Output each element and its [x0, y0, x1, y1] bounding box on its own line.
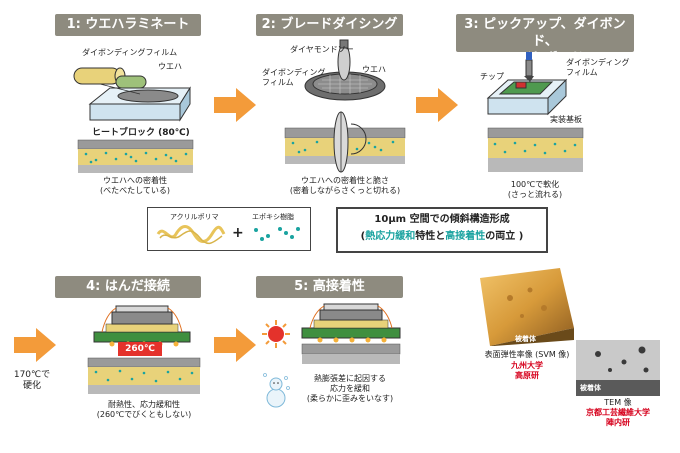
step2-header: 2: ブレードダイシング — [256, 14, 403, 36]
tem-image — [576, 340, 660, 396]
step3-caption-line1: 100℃で軟化 — [510, 180, 560, 189]
tem-credit-line2: 陣内研 — [606, 418, 630, 427]
step5-package-illustration — [301, 303, 401, 364]
step4-caption-line2: (260℃でびくともしない) — [96, 410, 192, 419]
step2-caption-line2: (密着しながらさくっと切れる) — [289, 186, 401, 195]
materials-legend-box — [147, 207, 311, 251]
step3-header: 3: ピックアップ、ダイボンド、 ワイヤボンド — [456, 14, 634, 66]
temperature-badge: 260℃ — [118, 342, 162, 356]
arrow-to-step4 — [14, 328, 56, 362]
step2-caption-line1: ウエハへの密着性と脆さ — [301, 176, 389, 185]
high-adhesion-text: 高接着性 — [445, 231, 486, 242]
arrow-step2-to-3 — [416, 88, 458, 122]
step3-cross-section — [487, 127, 584, 172]
arrow-step4-to-5 — [214, 328, 256, 362]
subtitle-open: ( — [360, 231, 366, 242]
step5-caption-line2: 応力を緩和 — [330, 384, 370, 393]
substrate-label: 実装基板 — [550, 115, 582, 124]
plus-sign: + — [232, 225, 244, 241]
step2-wafer-label: ウエハ — [362, 65, 386, 74]
step5-caption-line3: (柔らかに歪みをいなす) — [306, 394, 394, 403]
step1-header: 1: ウエハラミネート — [55, 14, 201, 36]
svm-credit-line2: 高原研 — [515, 371, 539, 380]
step1-film-label: ダイボンディングフィルム — [82, 48, 178, 57]
gradient-structure-title: 10μm 空間での傾斜構造形成 — [374, 214, 510, 225]
svm-caption: 表面弾性率像 (SVM 像) — [484, 350, 570, 359]
svm-image — [480, 268, 574, 346]
heat-block-label: ヒートブロック (80℃) — [92, 128, 190, 138]
subtitle-mid: 特性と — [415, 231, 446, 242]
tem-caption: TEM 像 — [604, 398, 632, 407]
step3-header-line1: 3: ピックアップ、ダイボンド、 — [464, 17, 626, 49]
saw-label: ダイヤモンドソー — [290, 45, 354, 54]
step3-caption-line2: (さっと流れる) — [507, 190, 563, 199]
step1-caption-line1: ウエハへの密着性 — [103, 176, 167, 185]
tem-credit-line1: 京都工芸繊維大学 — [586, 408, 650, 417]
cure-label-line1: 170℃で — [13, 370, 51, 380]
tem-inner-label: 被着体 — [580, 384, 601, 392]
chip-label: チップ — [480, 72, 504, 81]
step3-film-label-line2: フィルム — [566, 68, 598, 77]
dicing-saw-illustration — [304, 39, 386, 101]
step4-cross-section — [87, 357, 201, 394]
step2-film-label-line1: ダイボンディング — [262, 68, 326, 77]
svm-credit-line1: 九州大学 — [511, 361, 543, 370]
step2-cross-section — [284, 111, 406, 173]
gradient-structure-box — [336, 207, 548, 253]
svm-inner-label: 被着体 — [515, 335, 536, 343]
acrylic-label: アクリルポリマ — [170, 213, 219, 221]
solder-package-illustration — [93, 305, 191, 347]
step2-film-label-line2: フィルム — [262, 78, 294, 87]
acrylic-polymer-swatch — [156, 225, 226, 245]
gradient-structure-subtitle: (熱応力緩和特性と高接着性の両立 ) — [336, 231, 548, 243]
step1-caption-line2: (べたべたしている) — [99, 186, 170, 195]
cure-label-line2: 硬化 — [22, 381, 41, 391]
snowman-icon — [263, 373, 290, 408]
step4-header: 4: はんだ接続 — [55, 276, 201, 298]
sun-icon — [262, 320, 290, 348]
step1-wafer-label: ウエハ — [158, 62, 182, 71]
step5-header: 5: 高接着性 — [256, 276, 403, 298]
step4-caption-line1: 耐熱性、応力緩和性 — [108, 400, 180, 409]
thermal-stress-relief-text: 熱応力緩和 — [365, 231, 416, 242]
step3-film-label-line1: ダイボンディング — [566, 58, 630, 67]
arrow-step1-to-2 — [214, 88, 256, 122]
lamination-machine-illustration — [73, 67, 191, 122]
epoxy-label: エポキシ樹脂 — [252, 213, 294, 221]
step5-caption-line1: 熱膨張差に起因する — [314, 374, 386, 383]
epoxy-resin-swatch — [254, 227, 300, 241]
pickup-diebond-illustration — [486, 52, 568, 116]
subtitle-end: の両立 ) — [485, 231, 524, 242]
step1-cross-section — [77, 139, 194, 173]
